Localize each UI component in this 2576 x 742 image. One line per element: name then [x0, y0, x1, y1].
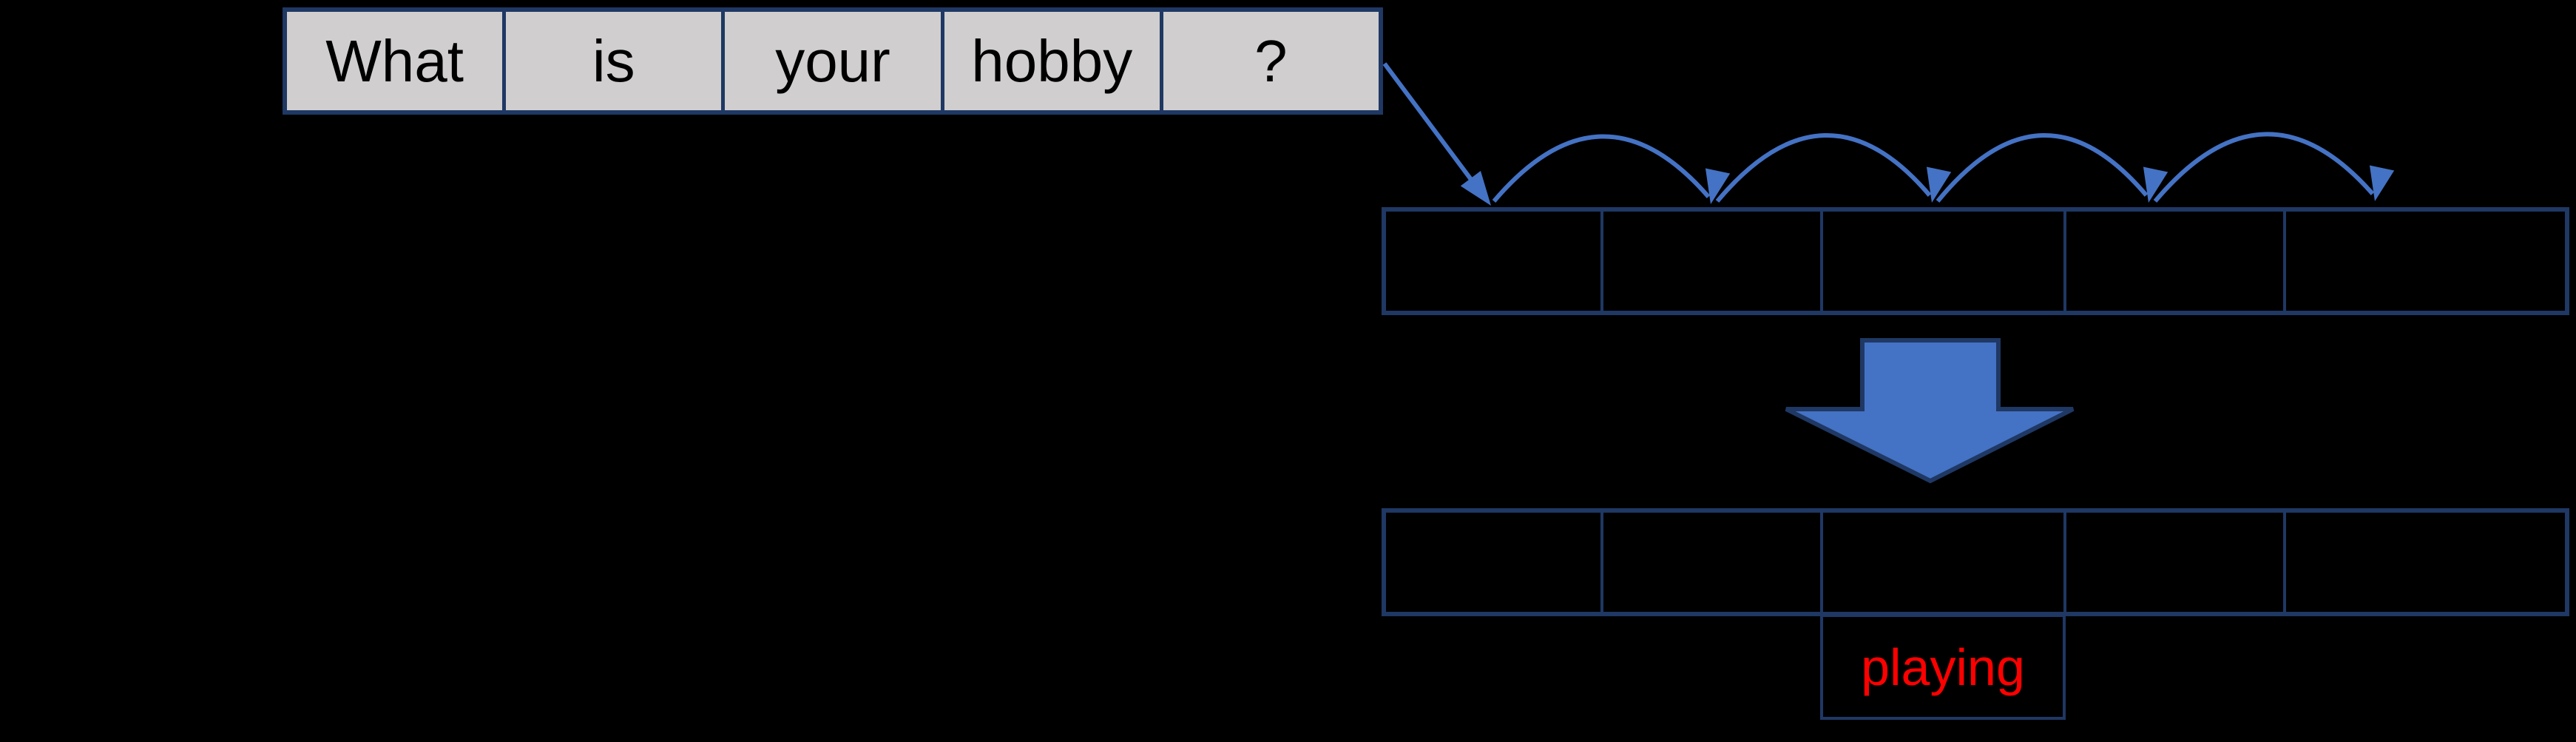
- prediction-label: playing: [1861, 638, 2025, 696]
- token-cell: [2066, 513, 2286, 612]
- big-down-arrow-icon: [1785, 338, 2075, 484]
- token-cell: [1386, 212, 1603, 311]
- token-row-bottom: [1382, 508, 2569, 616]
- straight-diagonal-arrow-icon: [1382, 62, 1501, 214]
- hop-arc-4-icon: [2153, 132, 2395, 204]
- word-cell-your: your: [725, 12, 944, 110]
- sentence-word-table: What is your hobby ?: [283, 7, 1383, 115]
- token-row-top: [1382, 207, 2569, 315]
- hop-arc-3-icon: [1936, 133, 2168, 206]
- token-cell: [1386, 513, 1603, 612]
- token-cell: [1603, 212, 1823, 311]
- token-cell: [2066, 212, 2286, 311]
- token-cell: [2286, 513, 2565, 612]
- word-cell-what: What: [287, 12, 507, 110]
- token-cell: [1823, 212, 2066, 311]
- word-cell-hobby: hobby: [944, 12, 1163, 110]
- word-cell-is: is: [506, 12, 726, 110]
- prediction-cell: playing: [1820, 614, 2066, 720]
- token-cell: [1603, 513, 1823, 612]
- hop-arc-2-icon: [1715, 133, 1952, 206]
- token-cell: [1823, 513, 2066, 612]
- word-cell-question-mark: ?: [1163, 12, 1379, 110]
- hop-arc-1-icon: [1492, 134, 1731, 207]
- token-cell: [2286, 212, 2565, 311]
